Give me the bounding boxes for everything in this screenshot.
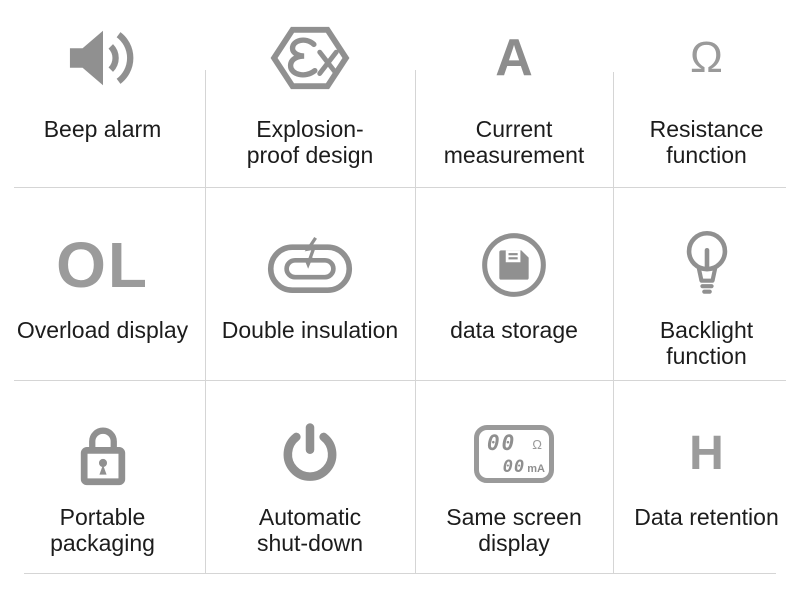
feature-label: Data retention [634,504,779,530]
feature-cell-backlight-function: Backlight function [613,187,800,380]
grid-line-horizontal-3 [24,573,776,574]
feature-label: Same screen display [446,504,582,556]
feature-cell-resistance-function: Ω Resistance function [613,0,800,187]
feature-label: Beep alarm [43,116,162,142]
feature-cell-data-retention: H Data retention [613,380,800,573]
feature-label: Portable packaging [50,504,155,556]
feature-label: Overload display [16,317,189,343]
feature-cell-overload-display: OL Overload display [0,187,205,380]
letter-h-icon: H [689,427,724,480]
omega-icon: Ω [690,33,723,82]
double-insulation-icon [267,219,353,311]
lcd-display-icon: 00 Ω 00 mA [474,410,554,498]
feature-cell-data-storage: data storage [415,187,613,380]
ol-text-icon: OL [56,229,149,301]
feature-label: Explosion- proof design [246,116,374,168]
feature-cell-automatic-shut-down: Automatic shut-down [205,380,415,573]
power-icon [281,410,339,498]
ex-hexagon-icon [269,10,351,106]
lcd-ma-unit: mA [527,463,545,475]
feature-cell-beep-alarm: Beep alarm [0,0,205,187]
feature-cell-current-measurement: A Current measurement [415,0,613,187]
light-bulb-icon [684,219,730,311]
lcd-bottom-value: 00 [502,457,526,477]
feature-label: Double insulation [221,317,399,343]
letter-a-icon: A [495,29,533,87]
feature-cell-explosion-proof: Explosion- proof design [205,0,415,187]
feature-label: Resistance function [649,116,764,168]
grid-line-vertical-2 [415,70,416,573]
grid-line-horizontal-2 [14,380,786,381]
speaker-volume-icon [68,10,138,106]
grid-line-horizontal-1 [14,187,786,188]
padlock-icon [77,410,129,498]
feature-cell-double-insulation: Double insulation [205,187,415,380]
lcd-ohm-unit: Ω [532,437,542,452]
feature-label: Current measurement [443,116,585,168]
feature-label: data storage [450,317,578,343]
grid-line-vertical-1 [205,70,206,573]
lcd-top-value: 00 [487,431,517,455]
feature-cell-same-screen-display: 00 Ω 00 mA Same screen display [415,380,613,573]
feature-label: Backlight function [659,317,754,369]
feature-label: Automatic shut-down [256,504,364,556]
feature-cell-portable-packaging: Portable packaging [0,380,205,573]
grid-line-vertical-3 [613,72,614,573]
floppy-disk-icon [481,219,547,311]
